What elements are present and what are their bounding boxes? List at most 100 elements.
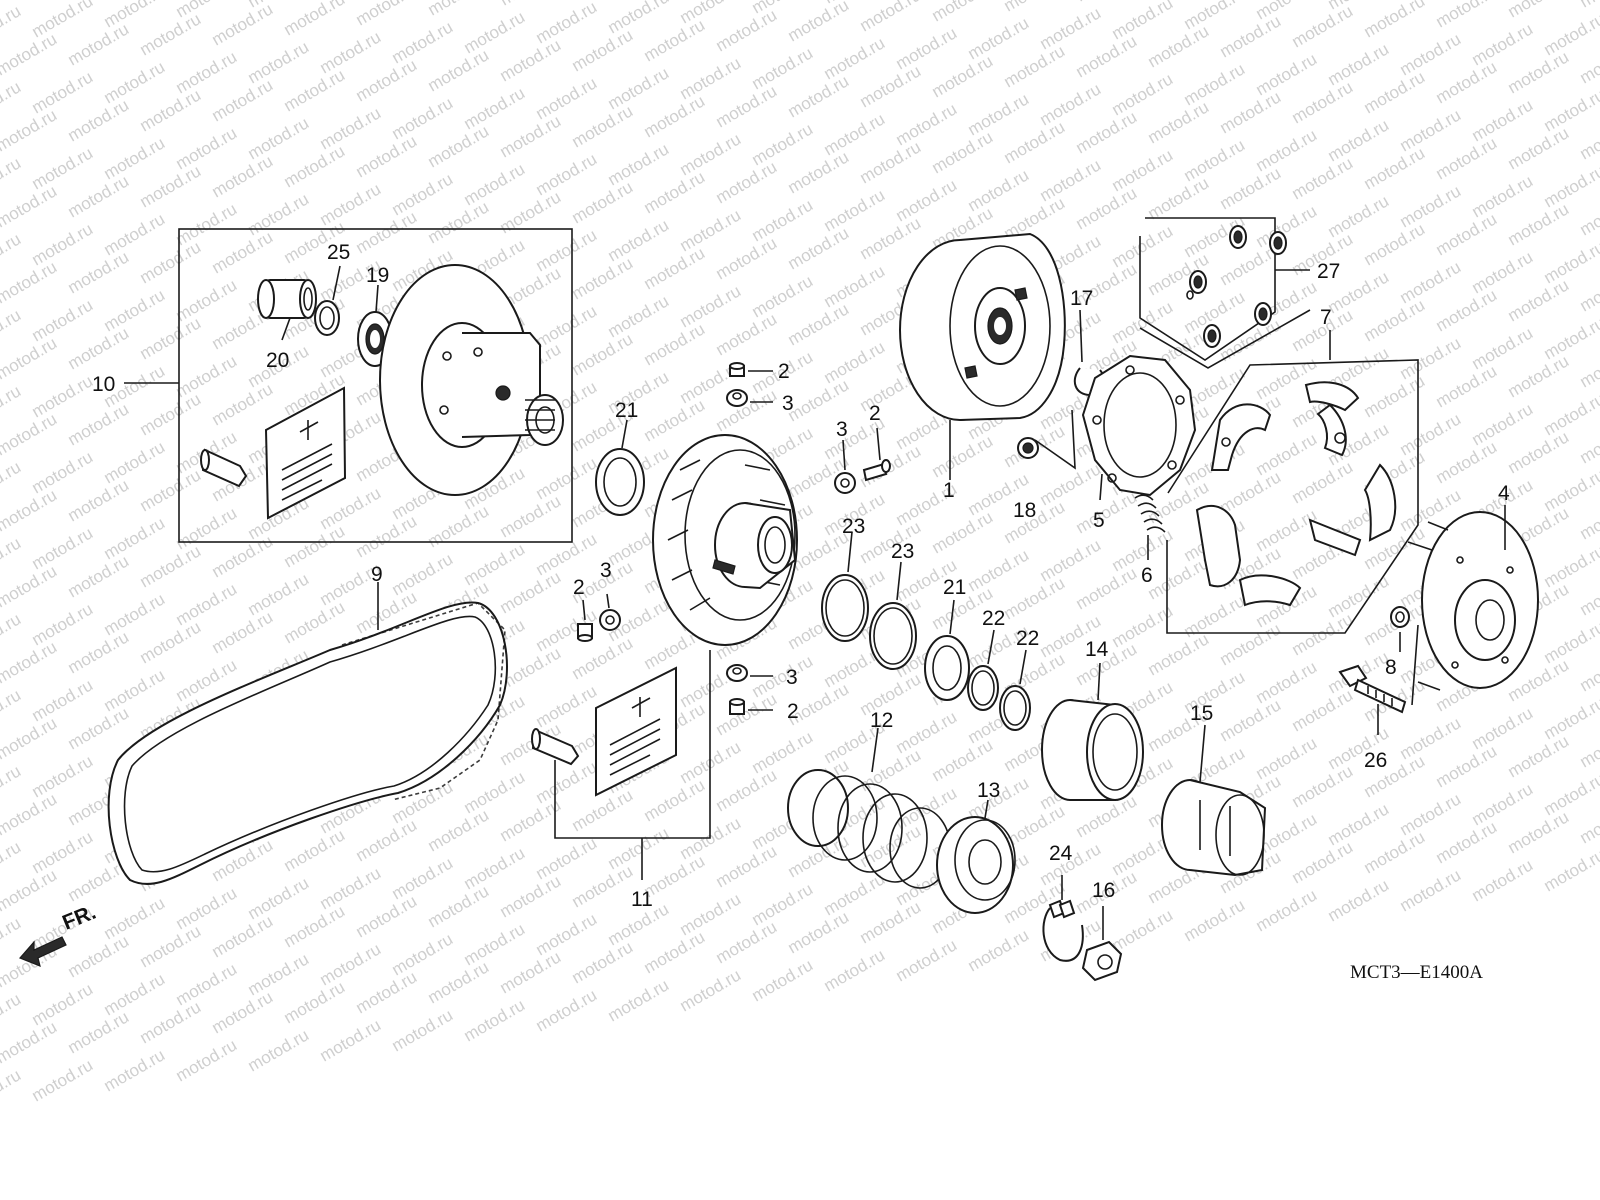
watermark-text: motod.ru <box>65 1007 133 1057</box>
watermark-text: motod.ru <box>461 767 529 817</box>
watermark-text: motod.ru <box>821 33 889 83</box>
watermark-text: motod.ru <box>29 751 97 801</box>
watermark-text: motod.ru <box>497 111 565 161</box>
watermark-text: motod.ru <box>137 313 205 363</box>
watermark-text: motod.ru <box>461 539 529 589</box>
watermark-text: motod.ru <box>713 765 781 815</box>
watermark-text: motod.ru <box>569 177 637 227</box>
watermark-text: motod.ru <box>29 523 97 573</box>
callout-21: 21 <box>943 576 966 599</box>
callout-13: 13 <box>977 779 1000 802</box>
callout-2: 2 <box>778 360 790 383</box>
watermark-text: motod.ru <box>0 0 60 3</box>
part-21-oil-seal-upper <box>595 419 645 516</box>
watermark-text: motod.ru <box>0 789 60 839</box>
driven-face-disc <box>379 264 564 496</box>
watermark-text: motod.ru <box>857 897 925 947</box>
watermark-text: motod.ru <box>317 103 385 153</box>
watermark-text: motod.ru <box>1361 143 1429 193</box>
watermark-text: motod.ru <box>425 501 493 551</box>
watermark-text: motod.ru <box>461 7 529 57</box>
part-20-needle-bearing <box>257 279 317 341</box>
part-15-clutch-cam <box>1161 724 1267 877</box>
watermark-text: motod.ru <box>533 529 601 579</box>
watermark-text: motod.ru <box>641 395 709 445</box>
watermark-text: motod.ru <box>497 187 565 237</box>
watermark-text: motod.ru <box>1217 619 1285 669</box>
watermark-text: motod.ru <box>1541 9 1600 59</box>
callout-17: 17 <box>1070 287 1093 310</box>
callout-6: 6 <box>1141 564 1153 587</box>
part-25-snap-ring <box>314 265 341 336</box>
callout-4: 4 <box>1498 482 1510 505</box>
watermark-text: motod.ru <box>281 597 349 647</box>
watermark-text: motod.ru <box>389 169 457 219</box>
callout-3: 3 <box>786 666 798 689</box>
watermark-text: motod.ru <box>0 409 60 459</box>
watermark-text: motod.ru <box>821 261 889 311</box>
watermark-text: motod.ru <box>641 15 709 65</box>
watermark-text: motod.ru <box>605 975 673 1025</box>
watermark-text: motod.ru <box>1253 885 1321 935</box>
watermark-text: motod.ru <box>29 827 97 877</box>
watermark-text: motod.ru <box>29 675 97 725</box>
callout-25: 25 <box>327 241 350 264</box>
watermark-text: motod.ru <box>281 977 349 1027</box>
watermark-text: motod.ru <box>821 337 889 387</box>
watermark-text: motod.ru <box>0 257 60 307</box>
watermark-text: motod.ru <box>65 95 133 145</box>
callout-23: 23 <box>842 515 865 538</box>
watermark-text: motod.ru <box>0 1 24 51</box>
watermark-text: motod.ru <box>1217 163 1285 213</box>
watermark-text: motod.ru <box>0 713 60 763</box>
watermark-text: motod.ru <box>101 513 169 563</box>
watermark-text: motod.ru <box>1073 0 1141 5</box>
watermark-text: motod.ru <box>1181 135 1249 185</box>
watermark-text: motod.ru <box>1181 591 1249 641</box>
part-27-damper-rubber-box <box>1139 217 1311 369</box>
watermark-text: motod.ru <box>65 931 133 981</box>
watermark-text: motod.ru <box>245 873 313 923</box>
watermark-text: motod.ru <box>533 0 601 47</box>
watermark-text: motod.ru <box>749 879 817 929</box>
watermark-text: motod.ru <box>1361 0 1429 41</box>
watermark-text: motod.ru <box>605 823 673 873</box>
watermark-text: motod.ru <box>1289 761 1357 811</box>
watermark-text: motod.ru <box>101 893 169 943</box>
watermark-text: motod.ru <box>1469 399 1537 449</box>
watermark-text: motod.ru <box>1109 69 1177 119</box>
watermark-text: motod.ru <box>1433 361 1501 411</box>
watermark-text: motod.ru <box>65 399 133 449</box>
watermark-text: motod.ru <box>1397 29 1465 79</box>
watermark-text: motod.ru <box>1505 275 1573 325</box>
watermark-text: motod.ru <box>425 197 493 247</box>
watermark-text: motod.ru <box>713 81 781 131</box>
watermark-text: motod.ru <box>1073 563 1141 613</box>
watermark-text: motod.ru <box>1037 535 1105 585</box>
watermark-text: motod.ru <box>1469 323 1537 373</box>
watermark-text: motod.ru <box>173 959 241 1009</box>
watermark-text: motod.ru <box>389 853 457 903</box>
watermark-text: motod.ru <box>425 121 493 171</box>
watermark-text: motod.ru <box>1289 77 1357 127</box>
watermark-text: motod.ru <box>137 465 205 515</box>
part-6-shoe-springs <box>1134 494 1166 560</box>
watermark-text: motod.ru <box>1289 685 1357 735</box>
watermark-text: motod.ru <box>1505 351 1573 401</box>
watermark-text: motod.ru <box>1577 341 1600 391</box>
watermark-text: motod.ru <box>1577 721 1600 771</box>
watermark-text: motod.ru <box>749 43 817 93</box>
watermark-text: motod.ru <box>0 989 24 1039</box>
part-2-bolt-middle <box>862 427 891 482</box>
watermark-text: motod.ru <box>1397 333 1465 383</box>
watermark-text: motod.ru <box>425 805 493 855</box>
watermark-text: motod.ru <box>101 285 169 335</box>
watermark-text: motod.ru <box>353 0 421 29</box>
watermark-text: motod.ru <box>1505 0 1573 21</box>
watermark-text: motod.ru <box>1469 95 1537 145</box>
watermark-text: motod.ru <box>1577 645 1600 695</box>
watermark-text: motod.ru <box>317 863 385 913</box>
watermark-text: motod.ru <box>1541 237 1600 287</box>
watermark-text: motod.ru <box>893 99 961 149</box>
watermark-text: motod.ru <box>1361 219 1429 269</box>
